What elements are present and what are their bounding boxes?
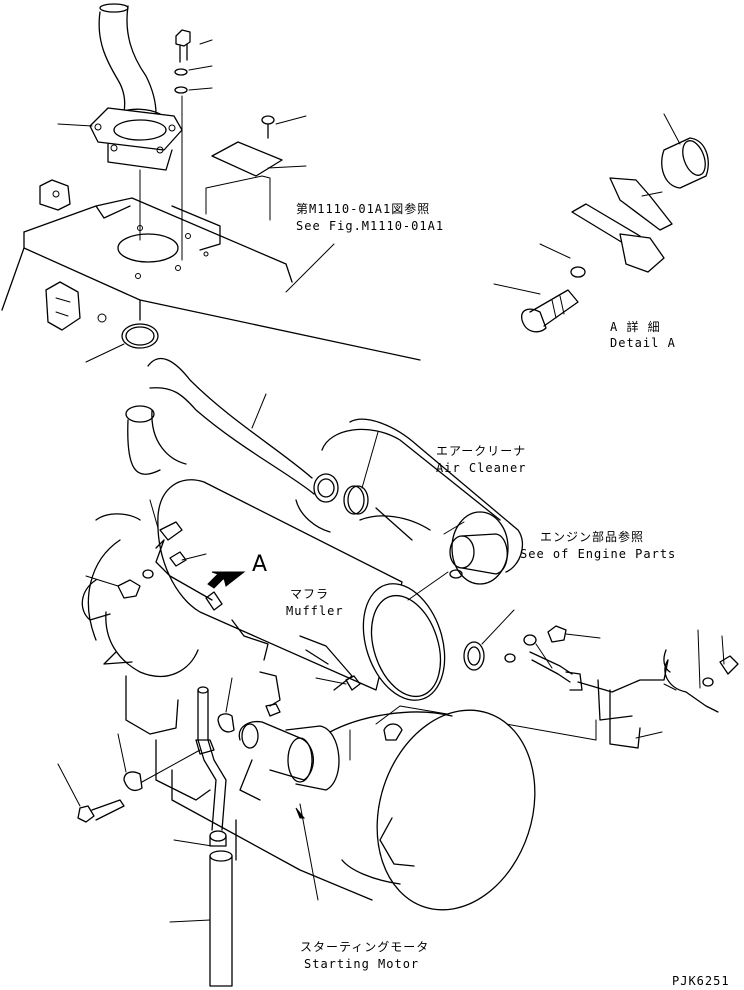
engine-left [81,513,373,901]
detail-a-label-jp: A 詳 細 [610,320,661,334]
view-a-label: A [252,552,268,577]
frame-cover [1,179,421,361]
detail-arrow [207,571,246,589]
rivet-and-plate [205,115,307,221]
drawing-code: PJK6251 [672,974,730,988]
muffler-label-jp: マフラ [290,587,330,601]
throttle-cable-parts [463,609,739,749]
see-fig-label-jp: 第M1110-01A1図参照 [296,202,431,216]
fuel-line-fittings [85,499,223,611]
air-hose [125,358,339,503]
air-cleaner-label-jp: エアークリーナ [436,444,527,458]
detail-a-label-en: Detail A [610,336,676,350]
muffler-label-en: Muffler [286,604,344,618]
clamp-upper [85,323,159,363]
muffler [157,479,463,701]
starting-motor-label-jp: スターティングモータ [300,940,430,954]
drain-tube [169,686,233,987]
leader-see-fig [285,243,335,293]
see-fig-label-en: See Fig.M1110-01A1 [296,219,445,233]
starting-motor-label-en: Starting Motor [304,957,420,971]
starting-motor [238,671,536,911]
lower-bolt-collar [57,677,235,823]
engine-parts-label-en: See of Engine Parts [520,547,677,561]
air-cleaner [295,418,523,585]
air-cleaner-label-en: Air Cleaner [436,461,527,475]
exhaust-pipe [89,3,183,241]
detail-a [493,113,709,333]
engine-parts-label-jp: エンジン部品参照 [540,530,645,544]
bolt-top [174,29,213,261]
leader-lines [57,123,465,685]
